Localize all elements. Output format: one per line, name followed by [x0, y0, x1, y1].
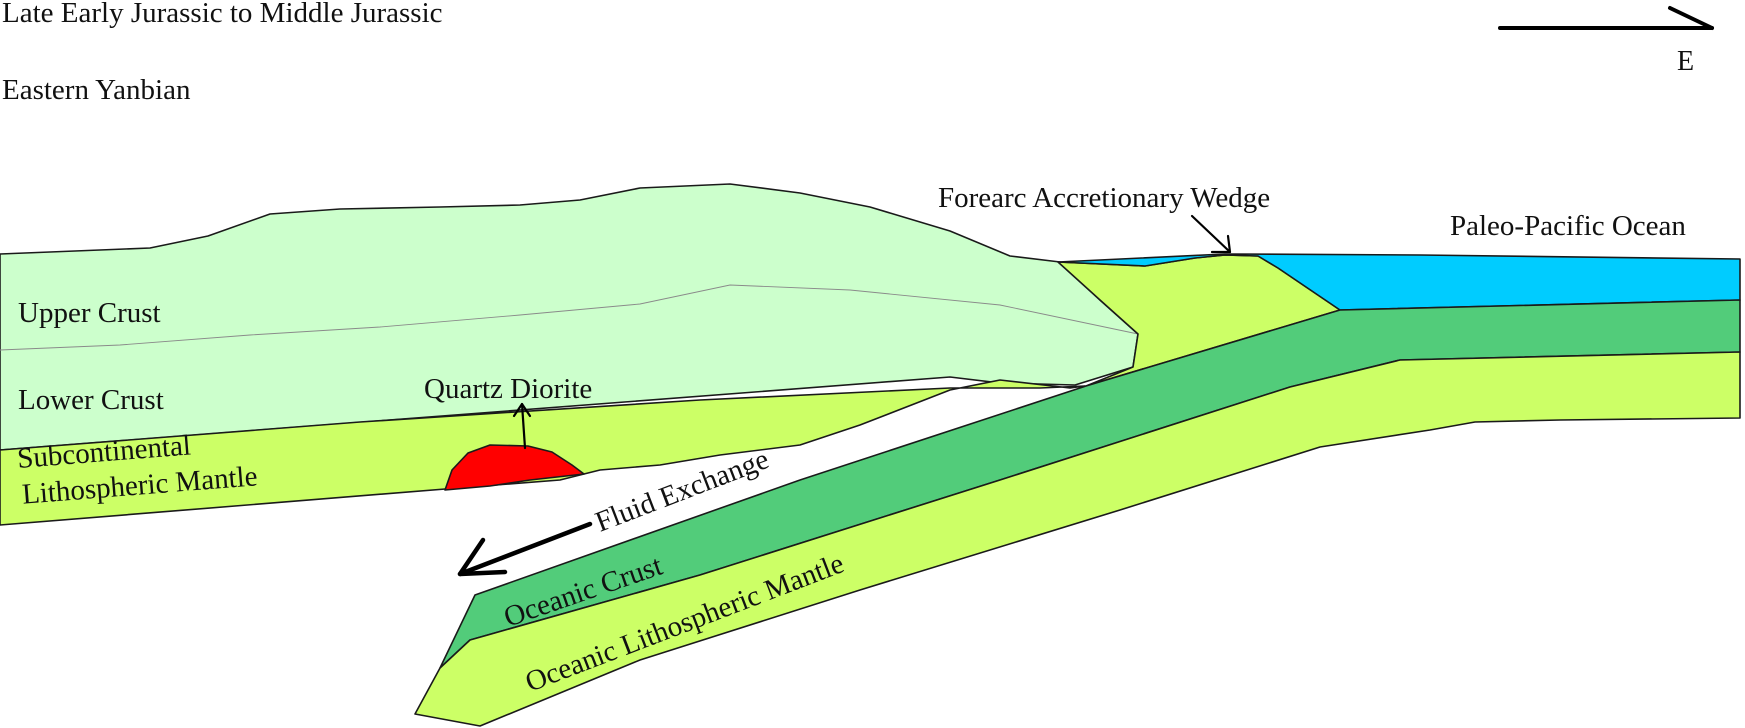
- fluid-exchange-arrow: [457, 521, 593, 577]
- ocean-label: Paleo-Pacific Ocean: [1450, 210, 1686, 242]
- east-label: E: [1677, 46, 1694, 77]
- lower-crust-label: Lower Crust: [18, 384, 164, 416]
- diagram-subtitle: Eastern Yanbian: [2, 74, 191, 106]
- diagram-title: Late Early Jurassic to Middle Jurassic: [2, 0, 443, 29]
- forearc-pointer-arrow: [1190, 214, 1232, 254]
- quartz-diorite-label: Quartz Diorite: [424, 373, 592, 405]
- upper-crust-label: Upper Crust: [18, 297, 161, 329]
- quartz-diorite-pointer-arrow: [512, 402, 532, 450]
- east-direction-arrow: [1498, 6, 1714, 30]
- forearc-wedge-label: Forearc Accretionary Wedge: [938, 182, 1270, 214]
- quartz-diorite-body: [444, 444, 585, 491]
- continental-crust: [0, 183, 1139, 451]
- upper-lower-crust-boundary: [0, 284, 1139, 351]
- oceanic-lithospheric-mantle: [414, 351, 1741, 727]
- paleo-pacific-ocean-water: [1057, 253, 1741, 311]
